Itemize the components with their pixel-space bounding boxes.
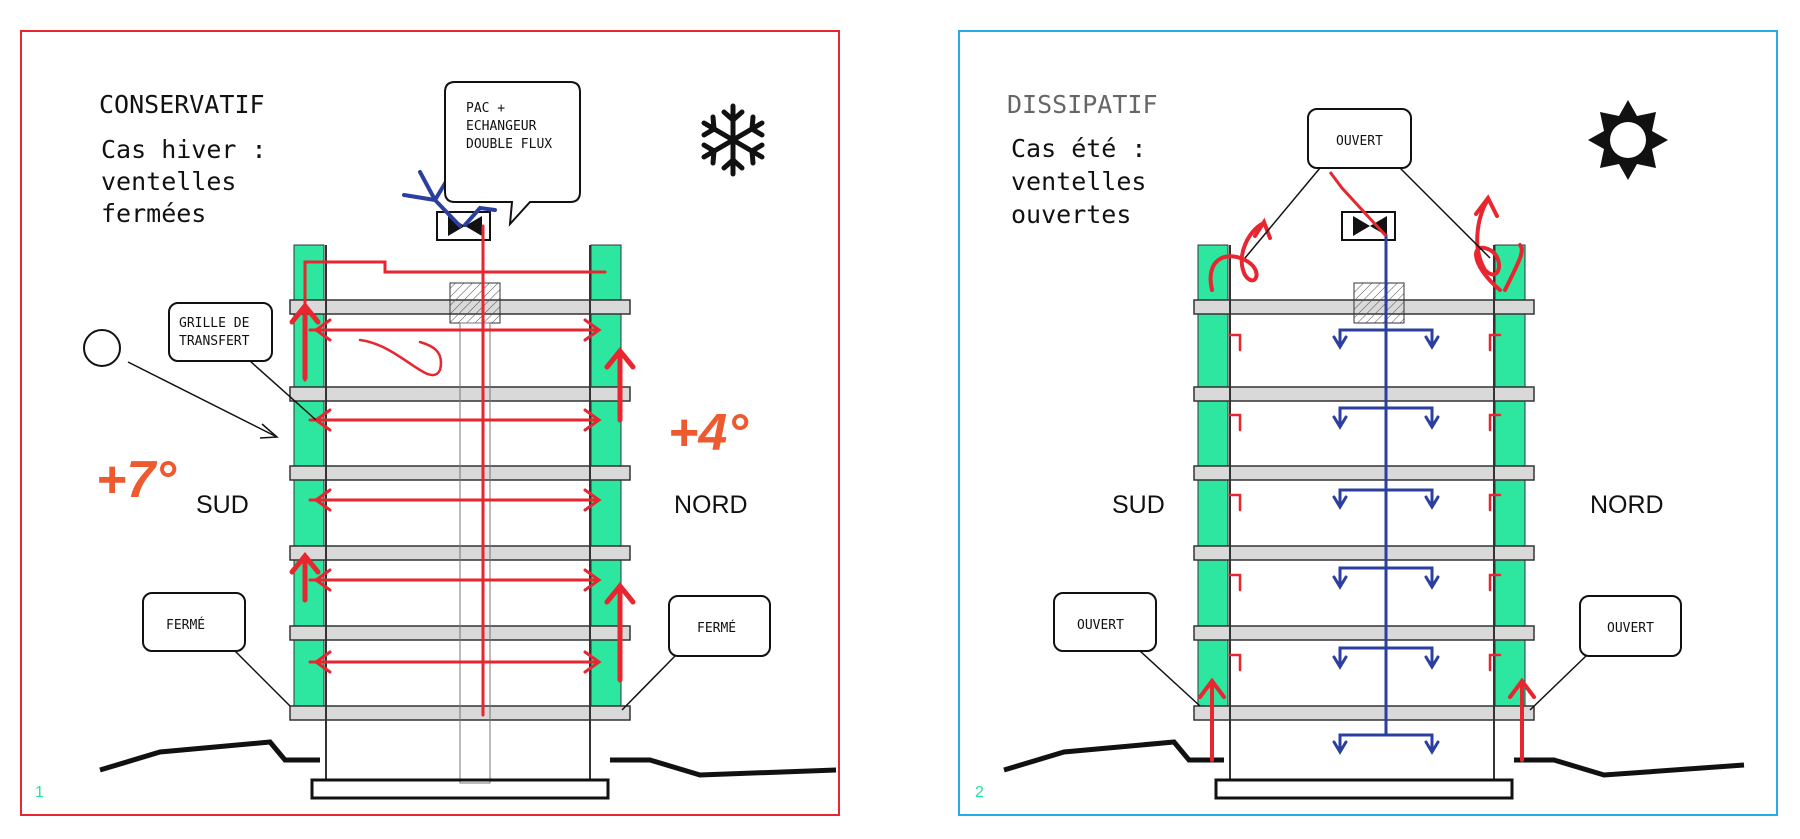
building-section-summer: [1003, 211, 1745, 800]
panel-winter-subtitle-2: ventelles: [101, 167, 236, 196]
callout-summer-right-text: OUVERT: [1607, 621, 1654, 636]
floor-exhaust-arrows-summer: [1228, 333, 1502, 672]
panel-number-1: 1: [35, 784, 44, 801]
panel-number-2: 2: [975, 784, 984, 801]
callout-pac-line-3: DOUBLE FLUX: [466, 137, 552, 152]
temp-south-winter: +7°: [96, 451, 177, 509]
panel-winter-frame: [20, 30, 840, 816]
warm-air-arrows-winter: [303, 224, 607, 717]
panel-summer: DISSIPATIF Cas été : ventelles ouvertes: [958, 30, 1778, 816]
callout-summer-top-text: OUVERT: [1336, 134, 1383, 149]
callout-summer-left-text: OUVERT: [1077, 618, 1124, 633]
panel-winter-subtitle-3: fermées: [101, 199, 206, 228]
callout-winter-right: FERMÉ: [621, 595, 771, 711]
big-up-arrows-winter: [289, 302, 636, 683]
sun-sensor-circle: [83, 329, 121, 367]
sun-ray-arrow: [127, 361, 276, 437]
label-nord-winter: NORD: [674, 491, 748, 519]
callout-grille-line-2: TRANSFERT: [179, 334, 250, 349]
building-section-winter: [99, 211, 837, 800]
label-nord-summer: NORD: [1590, 491, 1664, 519]
cool-air-arrows-summer: [1332, 233, 1440, 755]
panel-winter: CONSERVATIF Cas hiver : ventelles fermée…: [20, 30, 840, 816]
callout-pac-line-2: ECHANGEUR: [466, 119, 537, 134]
panel-winter-title: CONSERVATIF: [99, 90, 265, 119]
callout-winter-left-text: FERMÉ: [166, 617, 205, 633]
callout-winter-left: FERMÉ: [142, 592, 291, 707]
callout-grille: GRILLE DE TRANSFERT: [168, 302, 317, 421]
warm-air-out-arrows-summer: [1198, 194, 1536, 762]
callout-pac-line-1: PAC +: [466, 101, 505, 116]
intake-arrow-summer: [1328, 171, 1388, 238]
panel-summer-frame: [958, 30, 1778, 816]
callout-summer-right: OUVERT: [1529, 595, 1682, 711]
panel-winter-subtitle-1: Cas hiver :: [101, 135, 267, 164]
panel-summer-subtitle-2: ventelles: [1011, 167, 1146, 196]
callout-pac: PAC + ECHANGEUR DOUBLE FLUX: [444, 81, 581, 227]
snowflake-icon: [701, 103, 765, 177]
sun-ray-arrowhead: [259, 423, 279, 439]
temp-north-winter: +4°: [668, 404, 749, 462]
callout-summer-left: OUVERT: [1053, 592, 1201, 707]
callout-winter-right-text: FERMÉ: [697, 620, 736, 636]
label-sud-summer: SUD: [1112, 491, 1165, 519]
callout-grille-line-1: GRILLE DE: [179, 316, 249, 331]
panel-summer-subtitle-3: ouvertes: [1011, 200, 1131, 229]
panel-summer-subtitle-1: Cas été :: [1011, 134, 1146, 163]
panel-summer-title: DISSIPATIF: [1007, 90, 1158, 119]
label-sud-winter: SUD: [196, 491, 249, 519]
callout-summer-top: OUVERT: [1244, 108, 1491, 259]
air-intake-icon: [402, 170, 497, 228]
sun-icon: [1588, 100, 1668, 180]
